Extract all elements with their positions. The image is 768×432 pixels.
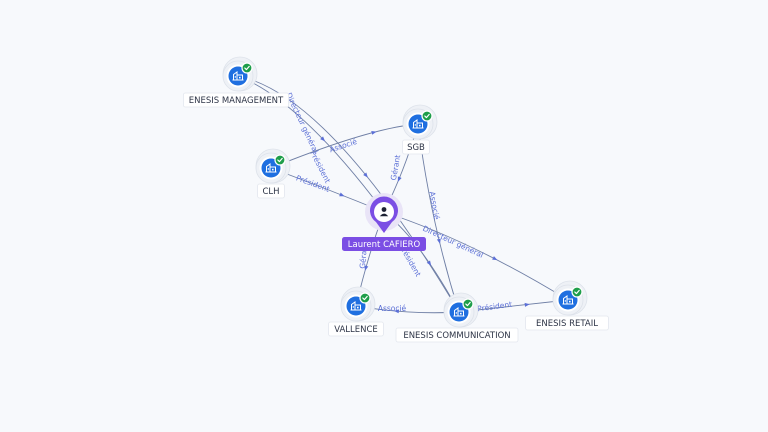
verified-check-icon: [571, 286, 583, 298]
node-label: Laurent CAFIERO: [348, 240, 421, 250]
edge-label: Gérant: [389, 154, 402, 181]
edge-line: [383, 211, 569, 301]
building-icon: [453, 307, 465, 317]
node-label: ENESIS RETAIL: [536, 319, 598, 329]
edge-label: Associé: [328, 137, 358, 154]
person-icon: [379, 207, 389, 217]
node-label: ENESIS MANAGEMENT: [189, 96, 284, 106]
node-label-bg: [395, 327, 519, 343]
verified-check-icon: [359, 292, 371, 304]
node-label-bg: [525, 315, 609, 331]
edge-arrow-icon: [524, 302, 530, 307]
edge-arrow-icon: [320, 136, 326, 142]
node-enesis-management[interactable]: ENESIS MANAGEMENT: [182, 56, 289, 108]
edge-label: Associé: [378, 304, 407, 313]
verified-check-icon: [241, 62, 253, 74]
node-label: VALLENCE: [334, 325, 378, 335]
nodes-layer: ENESIS MANAGEMENT SGB CLH Laurent CAFIERO VA…: [182, 56, 609, 343]
building-icon: [412, 119, 424, 129]
edge-label: Directeur général: [284, 91, 320, 154]
building-icon: [265, 163, 277, 173]
building-icon: [232, 71, 244, 81]
building-icon: [350, 301, 362, 311]
edge-arrow-icon: [492, 256, 498, 261]
node-label: ENESIS COMMUNICATION: [403, 331, 510, 341]
edge-label: Président: [477, 300, 513, 314]
node-sgb[interactable]: SGB: [402, 104, 438, 155]
node-label: CLH: [262, 187, 279, 197]
building-icon: [562, 295, 574, 305]
node-clh[interactable]: CLH: [255, 148, 291, 199]
node-label-bg: [402, 139, 430, 155]
edge-label: Gérant: [358, 242, 369, 269]
edge-arrow-icon: [397, 176, 402, 182]
edge-arrow-icon: [371, 130, 377, 135]
node-label-bg: [257, 183, 285, 199]
verified-check-icon: [274, 154, 286, 166]
node-laurent-cafiero[interactable]: Laurent CAFIERO: [342, 193, 426, 251]
person-label-bg: [342, 237, 426, 251]
node-label-bg: [328, 321, 384, 337]
edge-arrow-icon: [393, 309, 399, 314]
edge-label: Directeur général: [421, 224, 484, 260]
verified-check-icon: [462, 298, 474, 310]
edge-label: Associé: [428, 191, 442, 221]
node-vallence[interactable]: VALLENCE: [328, 286, 384, 337]
verified-check-icon: [421, 110, 433, 122]
person-pin-center: [374, 202, 394, 222]
edge-arrow-icon: [339, 192, 345, 197]
node-label: SGB: [407, 143, 425, 153]
node-label-bg: [182, 92, 289, 108]
edge-arrow-icon: [364, 265, 369, 271]
edge-arrow-icon: [363, 172, 368, 178]
node-enesis-retail[interactable]: ENESIS RETAIL: [525, 280, 609, 331]
edge-arrow-icon: [436, 238, 441, 244]
edge-arrow-icon: [426, 260, 432, 266]
node-enesis-communication[interactable]: ENESIS COMMUNICATION: [395, 292, 519, 343]
